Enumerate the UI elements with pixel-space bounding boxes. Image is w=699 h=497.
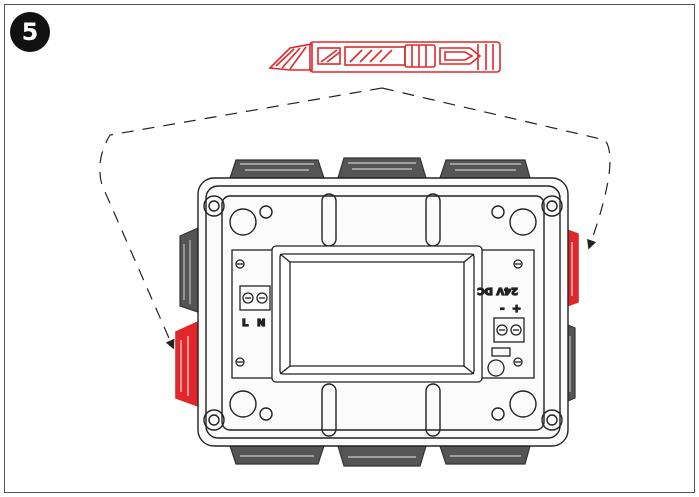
mounting-plate <box>231 245 535 383</box>
terminal-label-24v: 24V DC <box>477 285 518 296</box>
top-cable-glands <box>229 157 531 179</box>
step-number-badge: 5 <box>10 12 50 52</box>
terminal-block-ln: L N <box>239 285 271 330</box>
cut-path-arrows <box>99 87 611 350</box>
terminal-label-minus: - <box>500 302 505 315</box>
left-lower-gland-highlighted <box>175 320 199 408</box>
left-upper-gland <box>179 227 199 313</box>
bottom-cable-glands <box>229 445 531 467</box>
terminal-label-plus: + <box>512 302 521 315</box>
utility-knife-icon <box>268 41 501 73</box>
terminal-block-24vdc: 24V DC - + <box>477 284 525 377</box>
terminal-label-n: N <box>257 318 265 329</box>
terminal-label-l: L <box>242 318 249 329</box>
